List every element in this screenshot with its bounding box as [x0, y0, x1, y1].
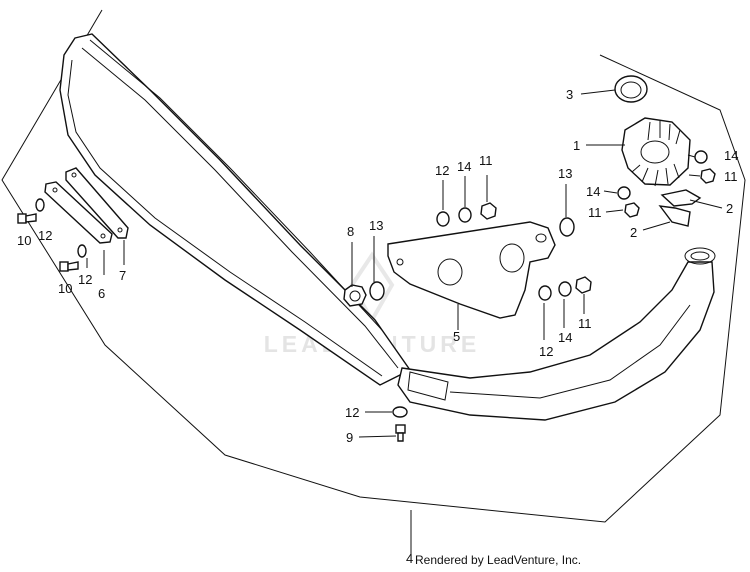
clamp-plate — [65, 167, 129, 239]
washer — [538, 285, 552, 301]
callout-12: 12 — [435, 163, 449, 178]
nut — [624, 202, 640, 218]
nut — [575, 276, 592, 294]
callout-1: 1 — [573, 138, 580, 153]
callout-11: 11 — [578, 316, 592, 331]
callout-7: 7 — [119, 268, 126, 283]
exhaust-pipe — [397, 247, 716, 421]
muffler-body — [59, 33, 412, 386]
washer — [392, 406, 408, 418]
bolt — [59, 261, 79, 272]
callout-10: 10 — [58, 281, 72, 296]
callout-5: 5 — [453, 329, 460, 344]
washer — [77, 244, 87, 258]
callout-14: 14 — [558, 330, 572, 345]
washer — [559, 217, 575, 237]
callout-14: 14 — [586, 184, 600, 199]
callout-11: 11 — [588, 205, 602, 220]
callout-2: 2 — [726, 201, 733, 216]
gasket — [614, 75, 648, 103]
muffler-bracket — [387, 221, 556, 319]
callout-12: 12 — [539, 344, 553, 359]
lock-washer — [694, 150, 708, 164]
callout-13: 13 — [558, 166, 572, 181]
split-collar — [658, 189, 702, 227]
callout-4: 4 — [406, 551, 413, 566]
nut — [480, 202, 497, 220]
callout-11: 11 — [724, 169, 738, 184]
callout-3: 3 — [566, 87, 573, 102]
callout-13: 13 — [369, 218, 383, 233]
washer — [35, 198, 45, 212]
clamp-band — [44, 181, 113, 244]
bolt — [395, 424, 406, 442]
credit-text: Rendered by LeadVenture, Inc. — [415, 553, 581, 567]
bolt — [17, 213, 37, 224]
joint-collar — [621, 117, 691, 187]
callout-11: 11 — [479, 153, 493, 168]
callout-10: 10 — [17, 233, 31, 248]
callout-14: 14 — [457, 159, 471, 174]
callout-labels: 3 1 2 2 14 11 14 11 12 14 11 13 13 8 5 1… — [17, 87, 738, 566]
washer — [369, 281, 385, 301]
callout-12: 12 — [78, 272, 92, 287]
leader-lines — [86, 89, 723, 555]
callout-14: 14 — [724, 148, 738, 163]
callout-12: 12 — [38, 228, 52, 243]
lock-washer — [458, 207, 472, 223]
lock-washer — [558, 281, 572, 297]
callout-8: 8 — [347, 224, 354, 239]
callout-9: 9 — [346, 430, 353, 445]
callout-12: 12 — [345, 405, 359, 420]
assembly-boundary — [1, 9, 746, 523]
callout-6: 6 — [98, 286, 105, 301]
cap-nut — [343, 284, 367, 307]
callout-2: 2 — [630, 225, 637, 240]
washer — [436, 211, 450, 227]
nut — [700, 168, 716, 184]
lock-washer — [617, 186, 631, 200]
